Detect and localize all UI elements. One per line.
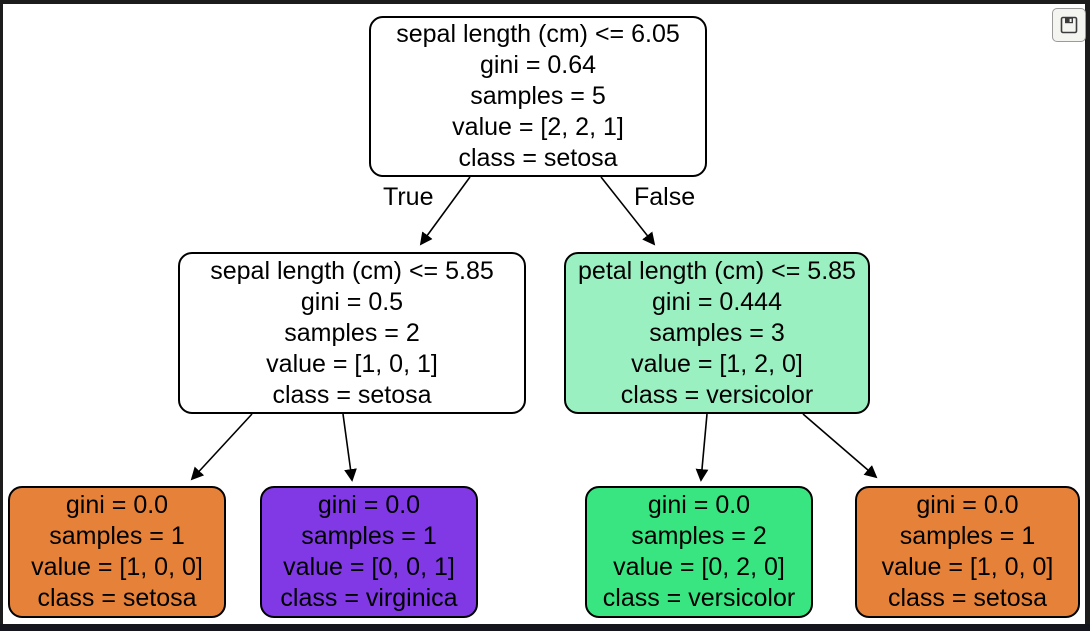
node-class: class = versicolor <box>620 380 814 409</box>
tree-node-right-internal: petal length (cm) <= 5.85 gini = 0.444 s… <box>564 252 870 414</box>
node-condition: sepal length (cm) <= 6.05 <box>396 20 680 48</box>
tree-node-leaf-virginica: gini = 0.0 samples = 1 value = [0, 0, 1]… <box>260 486 478 618</box>
node-gini: gini = 0.0 <box>916 491 1019 519</box>
tree-node-left-internal: sepal length (cm) <= 5.85 gini = 0.5 sam… <box>178 252 526 414</box>
frame-border-top <box>0 0 1085 4</box>
edge-left-to-leaf2 <box>342 413 357 482</box>
node-class: class = setosa <box>458 144 618 172</box>
node-class: class = setosa <box>37 584 197 612</box>
node-gini: gini = 0.444 <box>652 287 782 316</box>
node-value: value = [1, 2, 0] <box>631 349 803 378</box>
node-class: class = virginica <box>280 584 458 612</box>
edge-right-to-leaf4 <box>802 413 878 479</box>
frame-border-right <box>1085 0 1090 631</box>
edge-right-to-leaf3 <box>695 413 709 482</box>
node-gini: gini = 0.5 <box>300 287 404 316</box>
node-samples: samples = 1 <box>899 522 1036 550</box>
tree-node-leaf-versicolor: gini = 0.0 samples = 2 value = [0, 2, 0]… <box>585 486 813 618</box>
node-class: class = versicolor <box>602 584 796 612</box>
node-gini: gini = 0.0 <box>317 491 421 519</box>
node-condition: petal length (cm) <= 5.85 <box>578 256 856 285</box>
node-condition: sepal length (cm) <= 5.85 <box>210 256 494 285</box>
tree-node-leaf-setosa-1: gini = 0.0 samples = 1 value = [1, 0, 0]… <box>8 486 226 618</box>
frame-border-left <box>0 0 3 624</box>
tree-node-leaf-setosa-2: gini = 0.0 samples = 1 value = [1, 0, 0]… <box>855 486 1080 618</box>
node-gini: gini = 0.64 <box>479 51 597 79</box>
edge-label-true: True <box>383 183 434 211</box>
node-samples: samples = 1 <box>49 522 185 550</box>
node-value: value = [0, 0, 1] <box>283 553 455 581</box>
save-button[interactable] <box>1052 8 1086 42</box>
node-samples: samples = 1 <box>301 522 437 550</box>
node-value: value = [2, 2, 1] <box>452 113 624 141</box>
node-samples: samples = 5 <box>470 82 606 110</box>
node-gini: gini = 0.0 <box>65 491 169 519</box>
edge-label-false: False <box>634 183 696 211</box>
tree-node-root: sepal length (cm) <= 6.05 gini = 0.64 sa… <box>369 16 707 177</box>
node-gini: gini = 0.0 <box>647 491 751 519</box>
node-value: value = [1, 0, 0] <box>31 553 203 581</box>
node-class: class = setosa <box>272 380 432 409</box>
node-value: value = [1, 0, 0] <box>881 553 1054 581</box>
node-value: value = [1, 0, 1] <box>266 349 438 378</box>
node-samples: samples = 2 <box>631 522 767 550</box>
node-samples: samples = 3 <box>649 318 785 347</box>
node-samples: samples = 2 <box>284 318 420 347</box>
edge-left-to-leaf1 <box>190 413 253 481</box>
node-value: value = [0, 2, 0] <box>613 553 785 581</box>
node-class: class = setosa <box>887 584 1048 612</box>
floppy-disk-icon <box>1060 16 1078 34</box>
frame-border-bottom <box>0 624 1090 631</box>
